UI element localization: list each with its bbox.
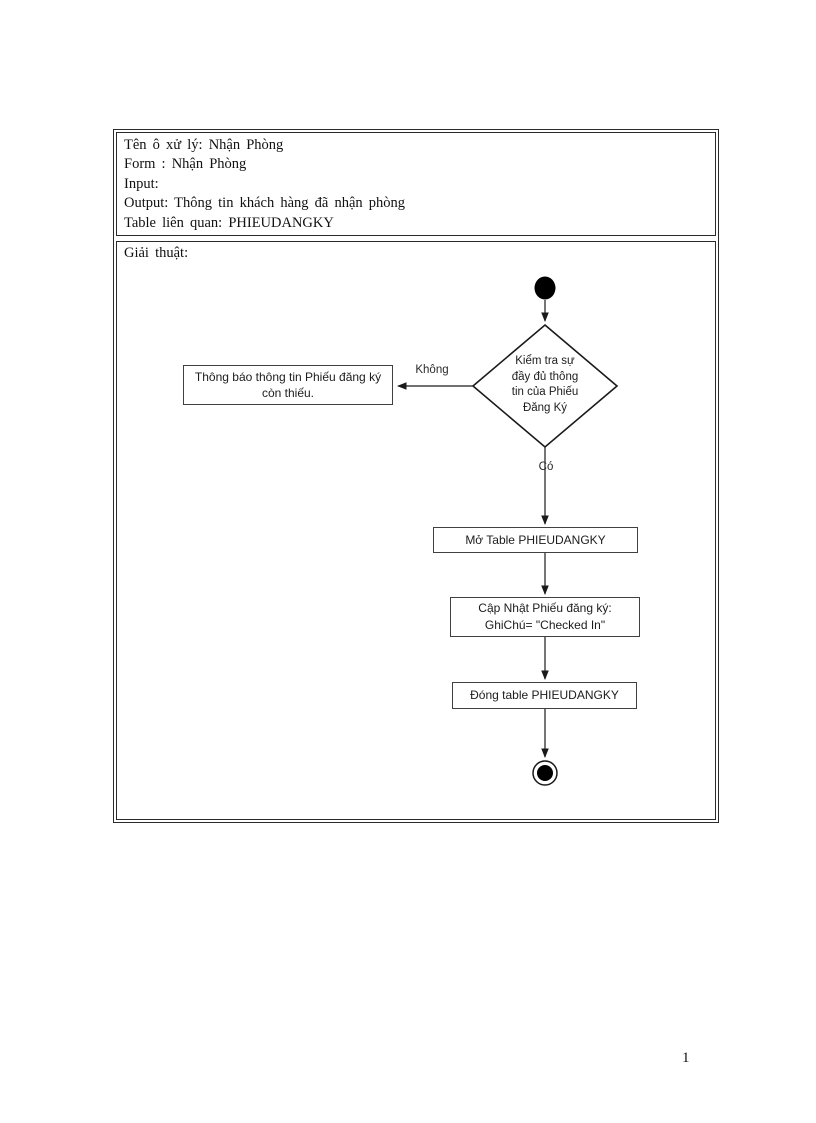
algorithm-label: Giải thuật: [124,245,189,261]
end-node-ring [532,760,558,786]
algorithm-cell: Giải thuật: [116,241,716,820]
update-line-1: Cập Nhật Phiếu đăng ký: [478,601,612,615]
related-table-line: Table liên quan: PHIEUDANGKY [124,214,334,231]
start-node [534,276,556,300]
end-node [537,765,553,781]
open-table-box: Mở Table PHIEUDANGKY [433,527,638,553]
process-spec-table: Tên ô xử lý: Nhận Phòng Form : Nhận Phòn… [113,129,719,823]
input-line: Input: [124,175,159,192]
notify-missing-info-box: Thông báo thông tin Phiếu đăng ký còn th… [183,365,393,405]
decision-line-4: Đăng Ký [522,401,568,414]
edge-label-co: Có [538,461,554,473]
update-line-2: GhiChú= "Checked In" [484,618,606,632]
decision-line-3: tin của Phiếu [511,386,579,398]
update-ticket-box: Cập Nhật Phiếu đăng ký: GhiChú= "Checked… [450,597,640,637]
page-number: 1 [682,1050,690,1066]
decision-line-2: đầy đủ thông [511,370,579,383]
output-line: Output: Thông tin khách hàng đã nhận phò… [124,195,406,212]
decision-node-label: Kiểm tra sự đầy đủ thông tin của Phiếu Đ… [485,354,605,416]
close-table-box: Đóng table PHIEUDANGKY [452,682,637,709]
diagram-shapes-layer [397,276,619,786]
process-info-cell: Tên ô xử lý: Nhận Phòng Form : Nhận Phòn… [116,132,716,236]
decision-line-1: Kiểm tra sự [515,355,575,367]
form-line: Form : Nhận Phòng [124,156,247,173]
process-name-line: Tên ô xử lý: Nhận Phòng [124,137,284,153]
edge-label-khong: Không [415,364,449,376]
activity-diagram: Thông báo thông tin Phiếu đăng ký còn th… [117,242,715,819]
